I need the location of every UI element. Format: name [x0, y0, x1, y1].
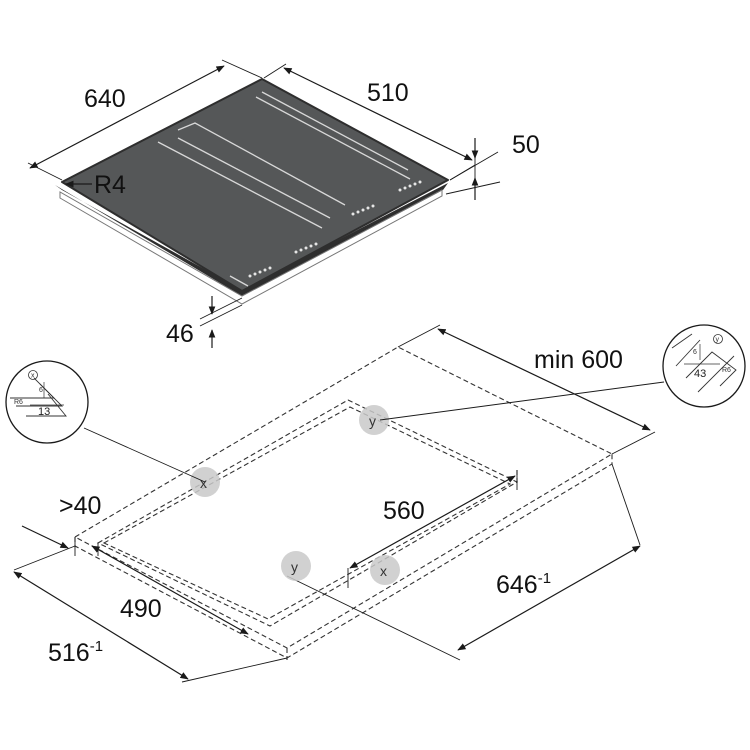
- marker-y-bottom-label: y: [291, 559, 298, 575]
- cutout-outline: [96, 399, 519, 627]
- detail-y: y 6 43 R6: [662, 324, 746, 408]
- label-516-sup: -1: [90, 638, 103, 655]
- detail-y-h: 6: [693, 349, 697, 356]
- label-640: 640: [84, 85, 126, 113]
- label-r4: R4: [94, 171, 126, 199]
- detail-x-w: 13: [38, 406, 50, 418]
- detail-x-tag: x: [31, 373, 35, 380]
- marker-x-right-label: x: [380, 563, 387, 579]
- label-516: 516-1: [48, 638, 103, 667]
- leader-y: [379, 381, 665, 421]
- marker-y-top: y: [359, 405, 389, 435]
- detail-x: x 6 R6 13: [5, 360, 89, 444]
- control-dots: [248, 180, 422, 278]
- detail-y-r: R6: [722, 367, 731, 374]
- leader-x: [83, 427, 206, 483]
- dim-640: 640: [27, 59, 263, 181]
- dim-490: 490: [91, 545, 249, 635]
- label-646-sup: -1: [538, 570, 551, 587]
- dim-510: 510: [263, 63, 476, 181]
- label-646-base: 646: [496, 571, 538, 599]
- marker-x-right: x: [370, 555, 400, 585]
- detail-y-w: 43: [694, 368, 706, 380]
- label-510: 510: [367, 79, 409, 107]
- dim-50: 50: [445, 131, 540, 200]
- dim-560: 560: [347, 470, 518, 588]
- hob-base-frame: [59, 189, 443, 305]
- dim-clearance-40: >40: [21, 492, 101, 556]
- marker-x-left-label: x: [200, 475, 207, 491]
- radius-callout: R4: [65, 171, 126, 199]
- detail-x-h: 6: [39, 387, 43, 394]
- dim-516: 516-1: [13, 545, 288, 683]
- label-min-600: min 600: [534, 346, 623, 374]
- detail-x-r: R6: [14, 399, 23, 406]
- label-490: 490: [120, 595, 162, 623]
- label-560: 560: [383, 497, 425, 525]
- label-50: 50: [512, 131, 540, 159]
- dim-min-600: min 600: [397, 324, 656, 455]
- label-646: 646-1: [496, 570, 551, 599]
- dim-46: 46: [166, 296, 243, 348]
- label-46: 46: [166, 320, 194, 348]
- label-clearance: >40: [59, 492, 101, 520]
- dim-646: 646-1: [286, 463, 641, 661]
- marker-y-top-label: y: [369, 413, 376, 429]
- marker-y-bottom: y: [281, 551, 311, 581]
- detail-y-tag: y: [716, 337, 720, 344]
- label-516-base: 516: [48, 639, 90, 667]
